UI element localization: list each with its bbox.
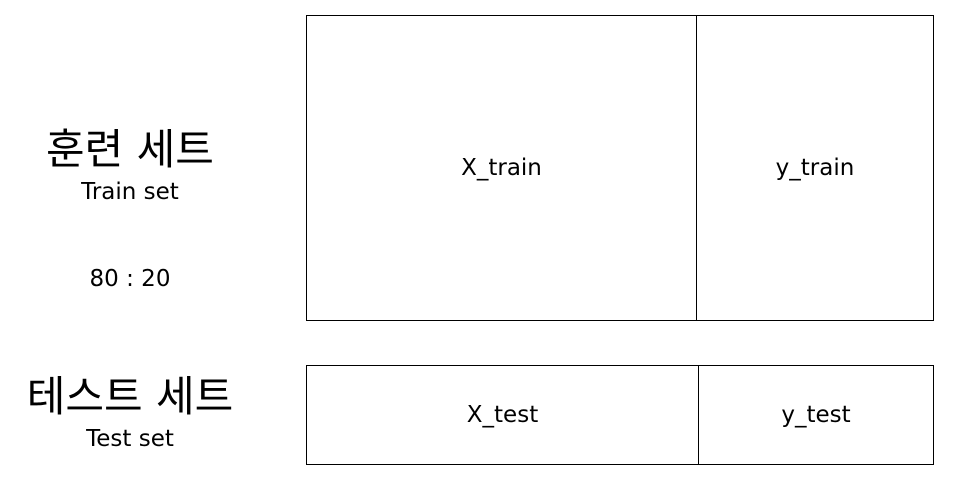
x-train-cell: X_train [307,16,697,320]
x-train-label: X_train [461,155,542,181]
y-train-label: y_train [775,155,855,181]
y-test-label: y_test [781,402,851,428]
train-set-title-korean: 훈련 세트 [46,125,214,174]
y-test-cell: y_test [699,366,933,464]
x-test-cell: X_test [307,366,699,464]
y-train-cell: y_train [697,16,933,320]
train-set-box: X_train y_train [306,15,934,321]
split-ratio: 80 : 20 [89,266,171,292]
test-set-title-english: Test set [86,426,174,452]
test-set-title-korean: 테스트 세트 [26,372,234,421]
test-set-box: X_test y_test [306,365,934,465]
train-set-title-english: Train set [81,179,179,205]
x-test-label: X_test [466,402,539,428]
